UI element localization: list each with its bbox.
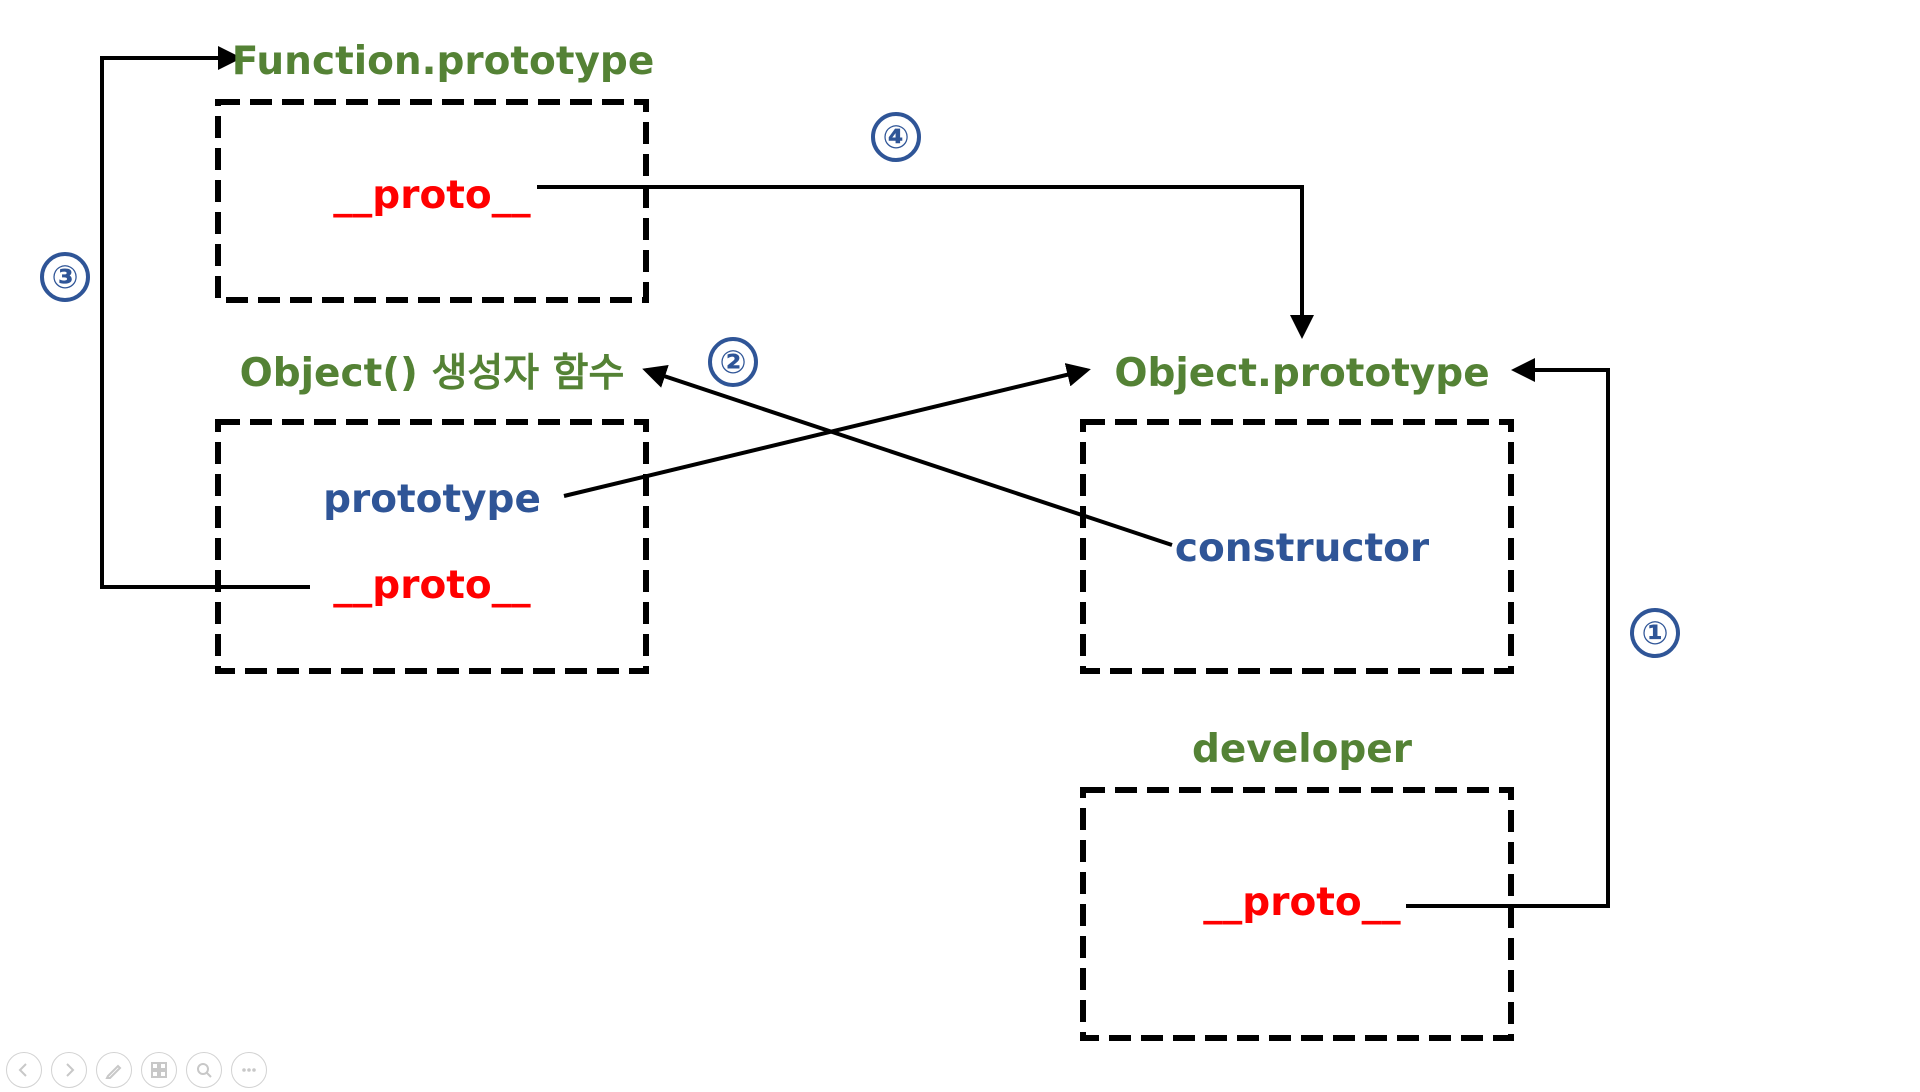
step-badge-1: ① (1630, 608, 1680, 658)
svg-text:④: ④ (882, 118, 909, 156)
arrow-2-constructor-to-object-function (642, 364, 1173, 547)
developer-proto-property: __proto__ (1203, 880, 1401, 925)
slideshow-toolbar (6, 1052, 267, 1092)
step-badge-2: ② (708, 337, 758, 387)
object-prototype-constructor-property: constructor (1175, 526, 1430, 571)
see-all-slides-icon[interactable] (141, 1052, 177, 1088)
more-options-icon[interactable] (231, 1052, 267, 1088)
step-badge-3: ③ (40, 252, 90, 302)
arrow-prototype-to-object-prototype (563, 363, 1091, 498)
svg-text:①: ① (1641, 614, 1668, 652)
zoom-icon[interactable] (186, 1052, 222, 1088)
next-slide-icon[interactable] (51, 1052, 87, 1088)
arrow-1-developer-proto-to-object-prototype (1406, 358, 1610, 908)
object-prototype-box (1080, 419, 1514, 674)
function-prototype-proto-property: __proto__ (333, 173, 531, 218)
object-constructor-prototype-property: prototype (323, 477, 541, 522)
previous-slide-icon[interactable] (6, 1052, 42, 1088)
function-prototype-title: Function.prototype (232, 39, 655, 84)
object-prototype-title: Object.prototype (1114, 351, 1489, 396)
svg-text:②: ② (719, 343, 746, 381)
step-badge-4: ④ (871, 112, 921, 162)
arrow-4-function-proto-to-object-prototype (537, 185, 1314, 339)
object-constructor-proto-property: __proto__ (333, 563, 531, 608)
object-constructor-box (215, 419, 649, 674)
pen-icon[interactable] (96, 1052, 132, 1088)
developer-box (1080, 787, 1514, 1041)
developer-title: developer (1192, 727, 1413, 772)
function-prototype-box (215, 99, 649, 303)
svg-text:③: ③ (51, 258, 78, 296)
object-constructor-title: Object() 생성자 함수 (240, 351, 625, 396)
arrow-3-object-proto-to-function-prototype (100, 46, 310, 589)
